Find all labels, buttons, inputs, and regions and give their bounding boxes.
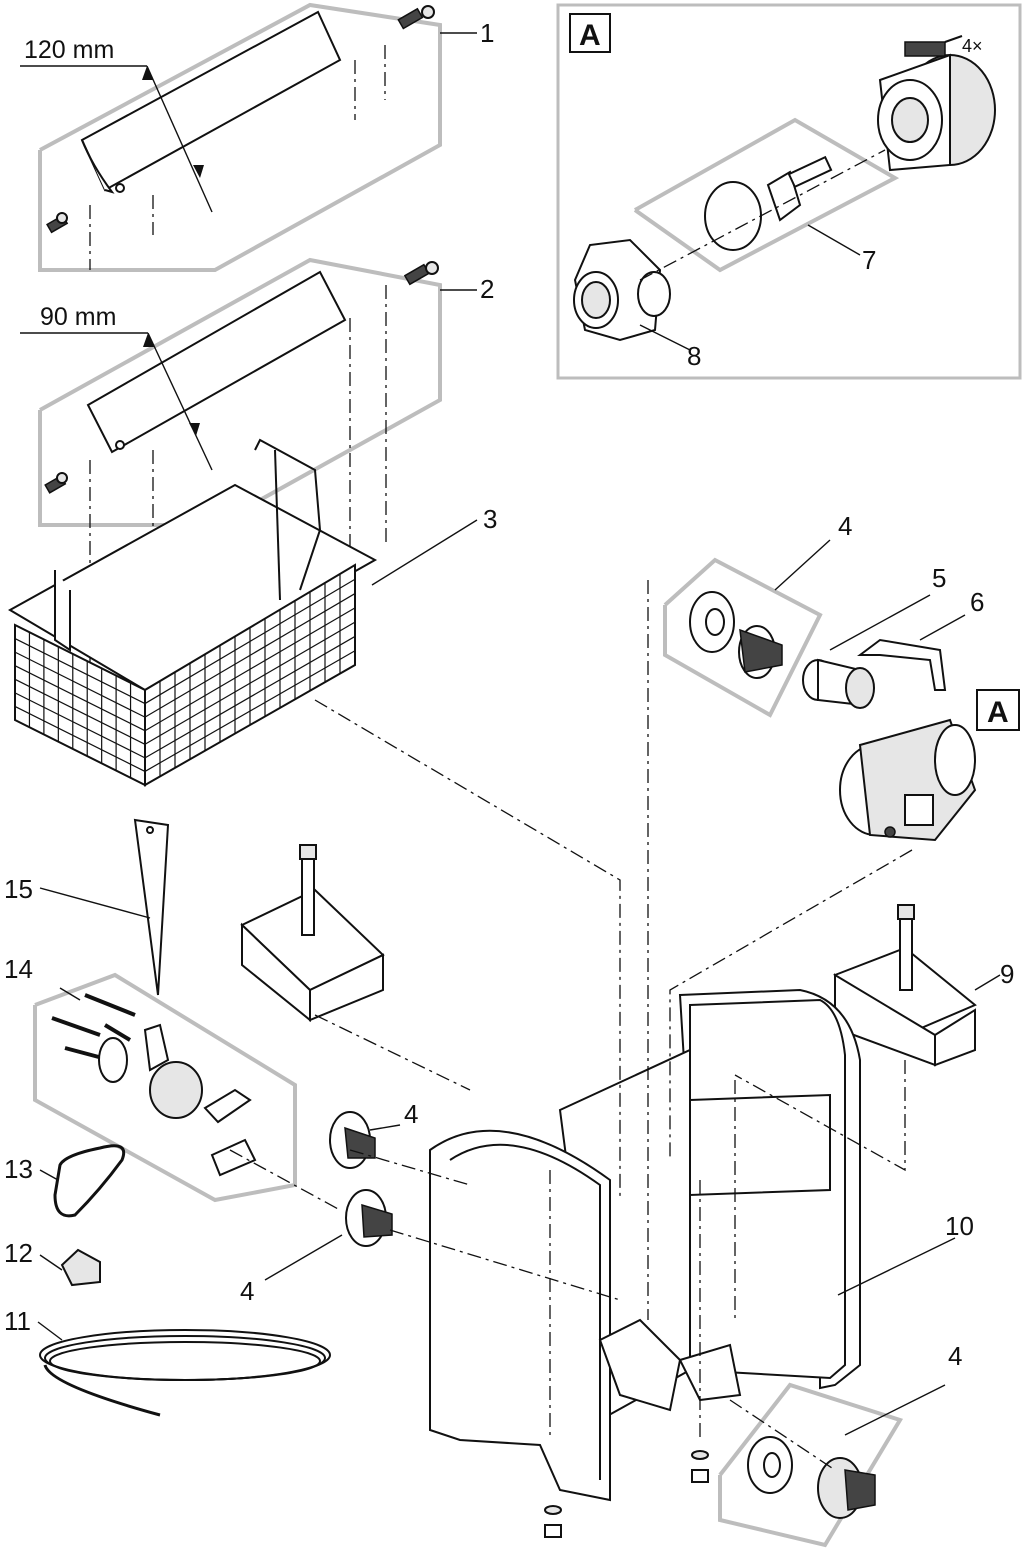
part-4-wall-fitting-mid-lower — [264, 1189, 393, 1281]
screw-icon — [84, 993, 136, 1017]
callout-4-bottom: 4 — [948, 1341, 962, 1371]
part-2-guard-plate-90mm — [20, 257, 477, 720]
part-4-wall-fitting-bottom — [718, 1382, 946, 1548]
callout-6: 6 — [970, 587, 984, 617]
part-5-hose-coupling — [802, 594, 931, 709]
callout-8: 8 — [687, 341, 701, 371]
part-3-filter-basket — [7, 438, 478, 787]
nut-icon — [691, 1450, 709, 1483]
callout-11: 11 — [4, 1306, 31, 1336]
screw-icon — [403, 261, 439, 286]
screw-icon — [51, 1016, 101, 1037]
callout-2: 2 — [480, 274, 494, 304]
part-11-hose-coil — [37, 1321, 331, 1417]
part-4-wall-fitting-mid-upper — [329, 1111, 401, 1169]
threaded-fitting — [738, 625, 783, 679]
pump-unit — [839, 689, 1020, 842]
callout-4-mid-upper: 4 — [404, 1099, 418, 1129]
callout-3: 3 — [483, 504, 497, 534]
basket-handle-left — [54, 570, 71, 652]
dimension-120mm: 120 mm — [24, 36, 114, 64]
screw-icon — [397, 5, 435, 30]
detail-a-pump-assembly — [556, 3, 1022, 380]
callout-7: 7 — [862, 245, 876, 275]
callout-10: 10 — [945, 1211, 974, 1241]
detail-a-label: A — [579, 19, 601, 52]
screw-icon — [44, 472, 68, 494]
detail-a-reference-box — [976, 689, 1020, 731]
part-9-filter-foam-block — [833, 904, 1001, 1067]
callout-13: 13 — [4, 1154, 33, 1184]
filter-foam-block-left — [240, 844, 385, 1023]
basket-handle-right — [254, 438, 322, 601]
part-14-clamp-assembly — [33, 972, 341, 1211]
detail-a-reference: A — [987, 696, 1009, 729]
part-8-pump-head — [573, 238, 671, 342]
callout-15: 15 — [4, 874, 33, 904]
callout-12: 12 — [4, 1238, 33, 1268]
pump-motor-housing — [877, 41, 996, 172]
part-1-guard-plate-120mm — [20, 2, 477, 272]
callout-9: 9 — [1000, 959, 1014, 989]
part-7-impeller — [704, 155, 833, 251]
nut-icon — [544, 1505, 562, 1538]
callout-5: 5 — [932, 563, 946, 593]
callout-1: 1 — [480, 18, 494, 48]
part-12-hose-clamp — [39, 1248, 101, 1287]
dimension-90mm: 90 mm — [40, 303, 116, 331]
screw-icon — [103, 1023, 132, 1042]
screw-icon — [944, 35, 963, 43]
screw-count-label: 4× — [962, 36, 983, 56]
part-4-wall-fitting-top — [663, 539, 831, 718]
detail-label-box — [569, 13, 611, 53]
part-15-ground-spike — [39, 818, 170, 996]
callout-4-mid-lower: 4 — [240, 1276, 254, 1306]
seal-washer — [689, 591, 735, 653]
part-13-cable-tie — [39, 1144, 126, 1218]
part-10-filter-housing — [429, 988, 956, 1502]
part-6-clip — [857, 614, 966, 691]
callout-4-top: 4 — [838, 511, 852, 541]
callout-14: 14 — [4, 954, 33, 984]
screw-icon — [46, 212, 69, 234]
